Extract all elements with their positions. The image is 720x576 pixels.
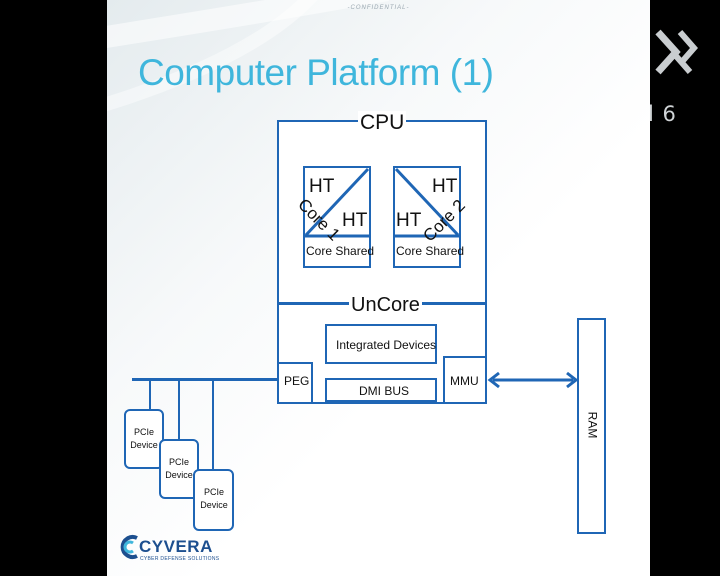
core2-shared-label: Core Shared	[396, 244, 465, 258]
brand-tagline: CYBER DEFENSE SOLUTIONS	[140, 556, 220, 562]
uncore-label: UnCore	[349, 294, 422, 317]
core2-box	[393, 166, 461, 268]
brand-name: CYVERA	[139, 537, 213, 556]
integrated-devices-box	[325, 324, 437, 364]
corner-logo-text: l 6	[648, 102, 677, 126]
peg-label: PEG	[284, 374, 310, 388]
slide: -CONFIDENTIAL- Computer Platform (1) CPU…	[107, 0, 650, 576]
pcie-device-3-label: PCIe Device	[200, 487, 228, 510]
dmi-bus-label: DMI BUS	[359, 384, 410, 398]
background-arcs	[107, 0, 389, 112]
cpu-label: CPU	[358, 111, 407, 135]
corner-logo-icon	[655, 29, 698, 75]
core2-ht-bottom: HT	[396, 210, 422, 231]
core1-ht-bottom: HT	[342, 210, 368, 231]
ram-label: RAM	[585, 411, 600, 439]
dmi-bus-box	[325, 378, 437, 402]
pcie-device-1-label: PCIe Device	[130, 427, 158, 450]
slide-title: Computer Platform (1)	[138, 52, 494, 93]
mmu-ram-arrow	[487, 371, 579, 389]
core2-diagonal	[393, 167, 461, 238]
confidential-label: -CONFIDENTIAL-	[347, 5, 410, 11]
core1-shared-label: Core Shared	[306, 244, 375, 258]
core1-box	[303, 166, 371, 268]
core1-diagonal	[303, 167, 371, 238]
ram-box	[577, 318, 606, 534]
pcie-drop-2	[178, 378, 180, 440]
core1-ht-top: HT	[309, 176, 335, 197]
integrated-devices-label: Integrated Devices	[336, 338, 437, 352]
mmu-label: MMU	[450, 374, 479, 388]
core2-ht-top: HT	[432, 176, 458, 197]
pcie-device-2-label: PCIe Device	[165, 457, 193, 480]
mmu-box	[443, 356, 487, 404]
pcie-device-3	[193, 469, 234, 531]
cyvera-logo-icon	[120, 535, 138, 559]
pcie-drop-1	[149, 378, 151, 410]
pcie-bus-line	[132, 378, 277, 381]
pcie-drop-3	[212, 378, 214, 470]
peg-box	[277, 362, 313, 404]
